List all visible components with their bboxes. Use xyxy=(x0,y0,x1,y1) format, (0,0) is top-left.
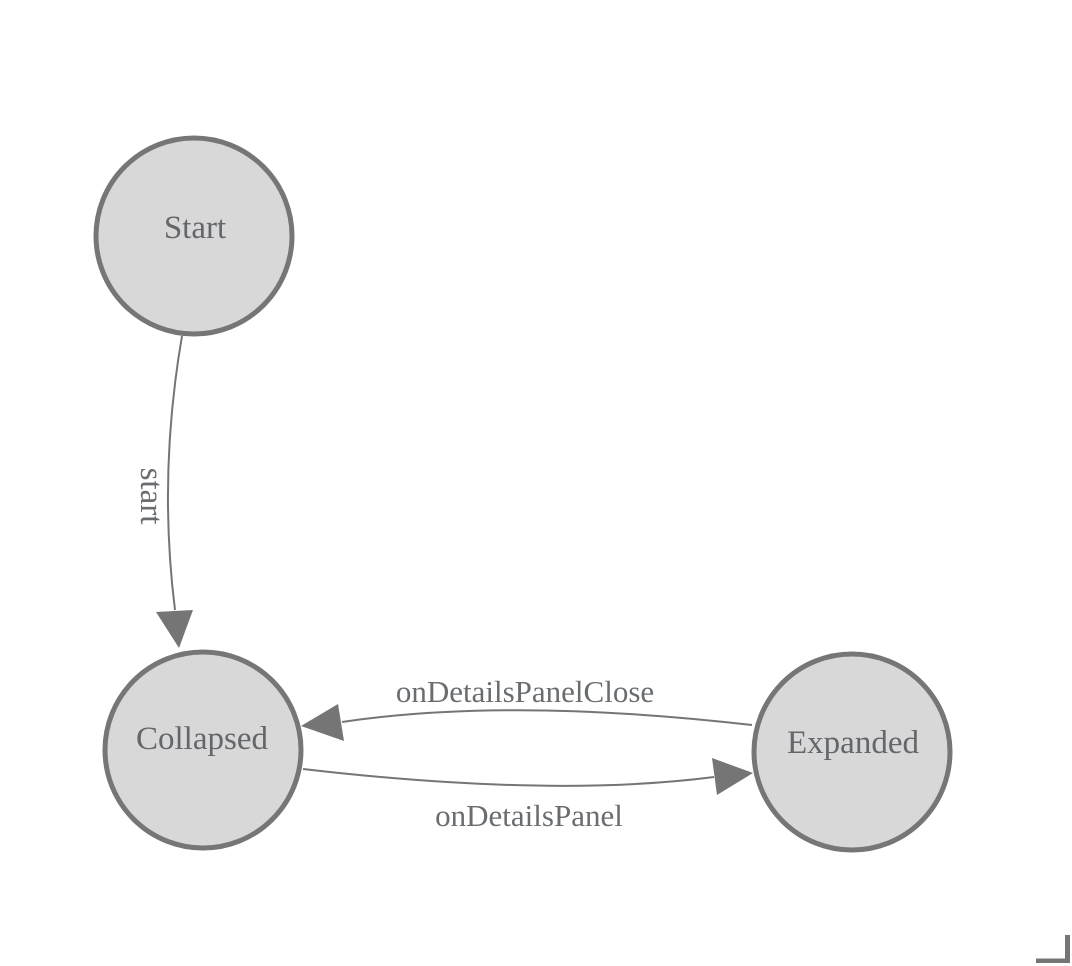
state-node-start[interactable]: Start xyxy=(93,135,295,337)
state-node-collapsed[interactable]: Collapsed xyxy=(102,649,304,851)
state-label-expanded: Expanded xyxy=(787,725,919,761)
arrowhead-expanded-to-collapsed xyxy=(301,704,344,741)
edge-label-on-details-panel-close: onDetailsPanelClose xyxy=(396,674,654,709)
edge-label-on-details-panel: onDetailsPanel xyxy=(435,798,623,833)
arrowhead-start-to-collapsed xyxy=(156,610,193,648)
edge-on-details-panel-close xyxy=(341,709,753,726)
state-node-expanded[interactable]: Expanded xyxy=(751,651,953,853)
corner-bracket-mark xyxy=(1036,935,1070,963)
state-circle-start xyxy=(93,135,295,337)
edge-on-details-panel xyxy=(302,768,715,787)
state-label-collapsed: Collapsed xyxy=(136,721,268,757)
edge-label-start: start xyxy=(133,468,169,525)
edge-start xyxy=(166,335,183,611)
arrowhead-collapsed-to-expanded xyxy=(712,758,753,795)
state-label-start: Start xyxy=(164,210,226,246)
state-circle-collapsed xyxy=(102,649,304,851)
state-circle-expanded xyxy=(751,651,953,853)
